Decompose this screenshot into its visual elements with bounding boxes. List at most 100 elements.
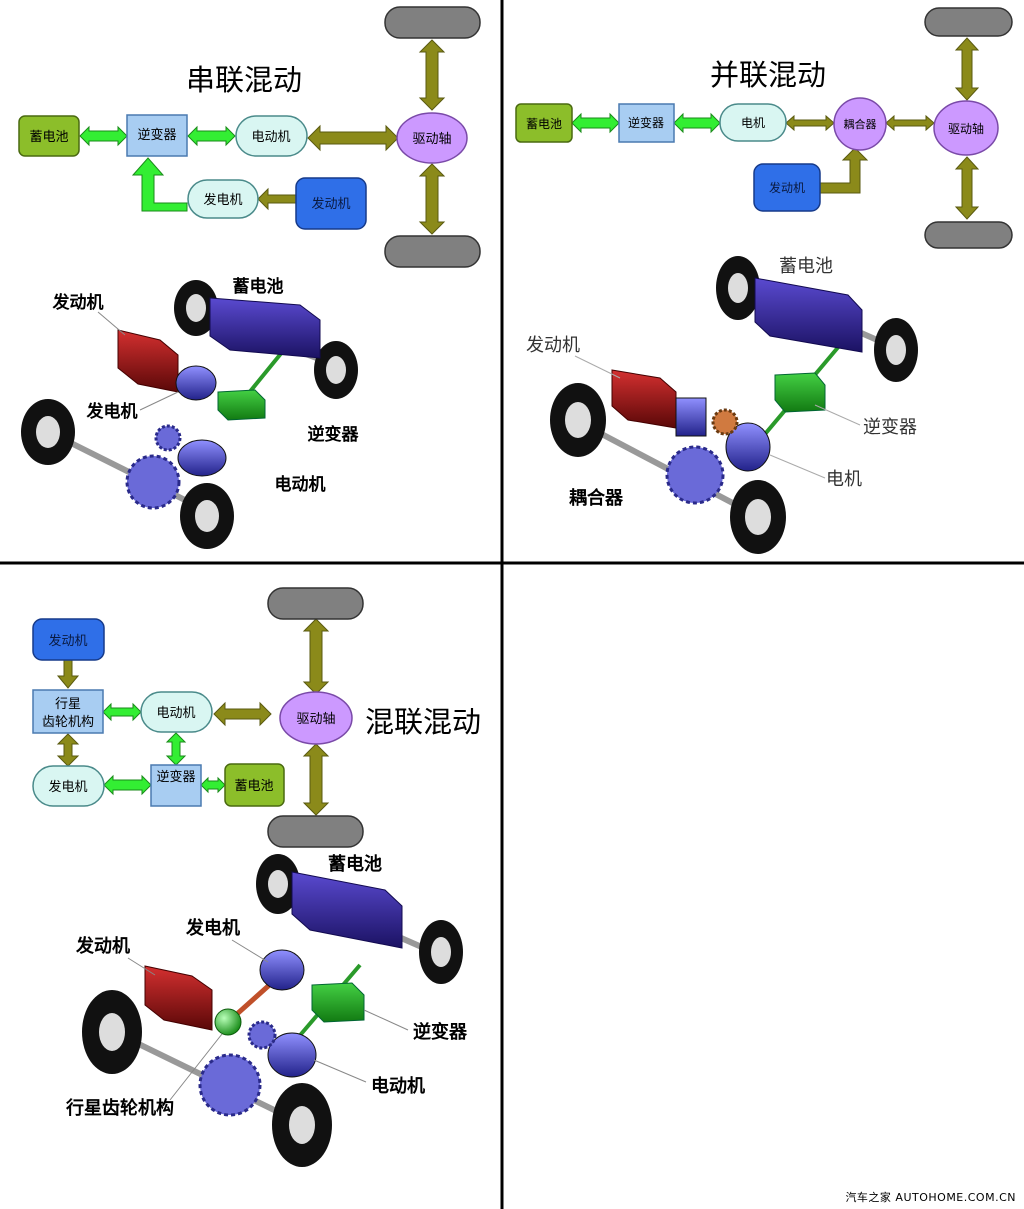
hybrid-battery-node: 蓄电池: [224, 763, 285, 807]
parallel-wheel-bottom: [924, 221, 1013, 249]
series-arrow-battery-inverter: [79, 125, 128, 147]
hybrid-engine-label: 发动机: [48, 633, 87, 649]
hybrid-illus-inverter: 逆变器: [413, 1021, 468, 1043]
hybrid-drive-axle-label: 驱动轴: [296, 712, 335, 727]
series-arrow-axle-wheel-bottom: [418, 163, 446, 235]
parallel-coupler-label: 耦合器: [844, 117, 877, 131]
hybrid-planetary-label-2: 齿轮机构: [42, 715, 94, 730]
parallel-battery-label: 蓄电池: [526, 117, 562, 131]
hybrid-generator-block: [259, 949, 305, 991]
parallel-arrow-engine-coupler: [819, 147, 869, 194]
series-illus-motor: 电动机: [275, 474, 326, 495]
hybrid-arrow-planetary-generator: [56, 733, 80, 767]
hybrid-generator-label: 发电机: [48, 779, 87, 795]
hybrid-engine-block: [144, 965, 213, 1031]
series-inverter-label: 逆变器: [137, 127, 176, 143]
series-battery-label: 蓄电池: [29, 130, 68, 145]
series-arrow-generator-inverter: [131, 157, 188, 212]
hybrid-illus-battery: 蓄电池: [328, 853, 382, 875]
parallel-engine-block: [611, 369, 677, 429]
hybrid-engine-node: 发动机: [32, 618, 105, 661]
series-inverter-node: 逆变器: [126, 114, 188, 157]
hybrid-illus-planetary: 行星齿轮机构: [65, 1097, 174, 1119]
parallel-motor-node: 电机: [719, 103, 787, 142]
hybrid-planetary-node: 行星 齿轮机构: [32, 689, 104, 734]
hybrid-arrow-planetary-motor: [102, 702, 142, 722]
parallel-motor-block: [725, 422, 771, 472]
series-engine-block: [117, 329, 179, 393]
hybrid-motor-label: 电动机: [156, 706, 195, 721]
parallel-arrow-axle-wheel-bottom: [954, 156, 980, 220]
hybrid-gear: [198, 1053, 262, 1117]
hybrid-motor-node: 电动机: [140, 691, 213, 733]
parallel-inverter-label: 逆变器: [628, 115, 664, 130]
series-motor-block: [177, 439, 227, 477]
parallel-engine-label: 发动机: [769, 180, 805, 195]
hybrid-arrow-inverter-battery: [200, 776, 226, 794]
hybrid-drive-axle-node: 驱动轴: [279, 691, 353, 745]
hybrid-arrow-axle-wheel-bottom: [302, 743, 330, 816]
hybrid-illus-engine: 发动机: [75, 935, 130, 957]
hybrid-arrow-generator-inverter: [103, 774, 152, 796]
parallel-hybrid-panel: 并联混动 蓄电池 逆变器 电机 耦合器: [515, 7, 1013, 554]
parallel-engine-node: 发动机: [753, 163, 821, 212]
parallel-gear: [665, 445, 725, 505]
hybrid-title: 混联混动: [365, 705, 481, 739]
series-arrow-axle-wheel-top: [418, 39, 446, 111]
series-illus-inverter: 逆变器: [308, 424, 360, 445]
hybrid-arrow-motor-axle: [213, 701, 272, 727]
parallel-flow-arrows: [571, 37, 980, 220]
hybrid-arrow-motor-inverter: [165, 732, 187, 766]
parallel-illus-inverter: 逆变器: [863, 417, 917, 438]
parallel-coupler-node: 耦合器: [833, 97, 887, 151]
hybrid-planetary-ball: [214, 1008, 242, 1036]
hybrid-illus-generator: 发电机: [185, 917, 240, 939]
series-gear: [125, 454, 181, 510]
hybrid-battery-label: 蓄电池: [234, 779, 273, 794]
hybrid-inverter-block: [311, 982, 365, 1023]
series-title: 串联混动: [186, 63, 302, 97]
parallel-battery-node: 蓄电池: [515, 103, 573, 143]
series-inverter-block: [217, 389, 266, 421]
hybrid-wheel-bottom: [267, 815, 364, 848]
series-arrow-engine-generator: [257, 187, 297, 211]
series-battery-block: [209, 297, 321, 359]
hybrid-chassis-illustration: 蓄电池 发电机 发动机 逆变器 电动机 行星齿轮机构: [65, 853, 468, 1167]
parallel-illus-battery: 蓄电池: [779, 256, 833, 277]
parallel-coupler-block: [675, 397, 707, 437]
parallel-arrow-inverter-motor: [673, 112, 721, 134]
series-wheel-bottom: [384, 235, 481, 268]
hybrid-inverter-node: 逆变器: [150, 764, 202, 807]
hybrid-motor-block: [267, 1032, 317, 1078]
parallel-arrow-motor-coupler: [785, 114, 835, 132]
series-motor-label: 电动机: [251, 130, 290, 145]
parallel-title: 并联混动: [710, 58, 826, 92]
series-hybrid-panel: 串联混动 蓄电池 逆变器 电动机 驱动轴: [18, 6, 481, 549]
parallel-motor-label: 电机: [741, 116, 765, 130]
series-arrow-motor-axle: [307, 124, 399, 152]
series-illus-generator: 发电机: [86, 401, 138, 422]
series-battery-node: 蓄电池: [18, 115, 80, 157]
hybrid-generator-node: 发电机: [32, 765, 105, 807]
hybrid-arrow-axle-wheel-top: [302, 618, 330, 695]
parallel-arrow-axle-wheel-top: [954, 37, 980, 101]
series-drive-axle-label: 驱动轴: [412, 132, 451, 147]
series-parallel-hybrid-panel: 混联混动 发动机 行星 齿轮机构 电动机: [32, 587, 481, 1167]
hybrid-illus-motor: 电动机: [371, 1075, 425, 1097]
hybrid-planetary-label-1: 行星: [55, 697, 81, 712]
hybrid-battery-block: [291, 871, 403, 949]
series-generator-node: 发电机: [187, 179, 259, 219]
parallel-illus-engine: 发动机: [526, 335, 580, 356]
series-generator-block: [175, 365, 217, 401]
series-generator-label: 发电机: [203, 192, 242, 208]
parallel-arrow-coupler-axle: [885, 114, 935, 132]
series-illus-engine: 发动机: [52, 292, 104, 313]
series-engine-node: 发动机: [295, 177, 367, 230]
hybrid-arrow-engine-planetary: [56, 659, 80, 689]
parallel-battery-block: [754, 277, 863, 353]
parallel-drive-axle-label: 驱动轴: [948, 121, 984, 136]
hybrid-inverter-label: 逆变器: [156, 769, 195, 785]
parallel-arrow-battery-inverter: [571, 112, 620, 134]
parallel-inverter-node: 逆变器: [618, 103, 675, 143]
